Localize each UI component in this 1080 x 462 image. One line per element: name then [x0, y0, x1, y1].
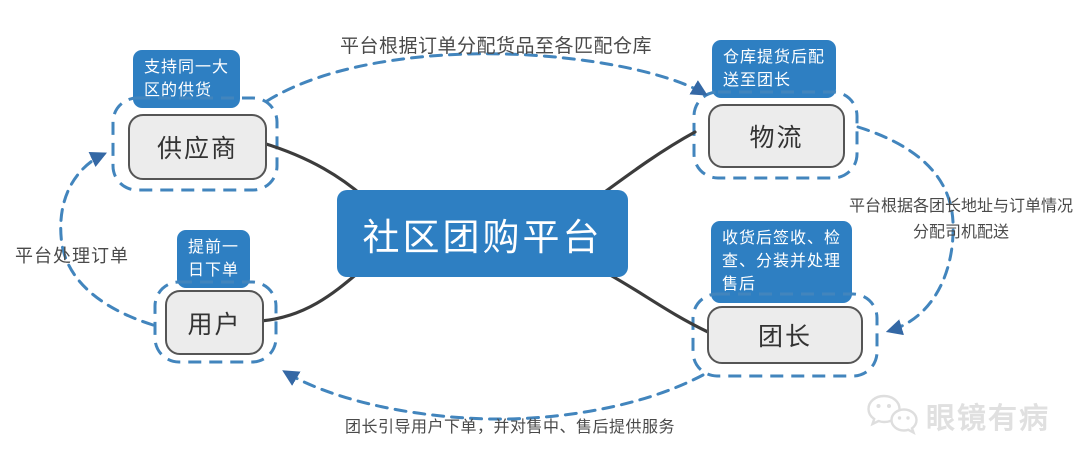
arrow-leader-to-user — [282, 370, 705, 421]
leader-badge: 收货后签收、检 查、分装并处理 售后 — [711, 221, 853, 303]
note-driver-dispatch: 平台根据各团长地址与订单情况 分配司机配送 — [848, 198, 1073, 241]
link-platform-logistics — [600, 130, 697, 196]
logistics-node: 物流 — [708, 104, 845, 168]
leader-node: 团长 — [707, 306, 863, 364]
user-badge: 提前一 日下单 — [177, 230, 251, 289]
link-platform-supplier — [261, 141, 366, 199]
wechat-bubbles-icon — [867, 394, 918, 435]
note-order-processing: 平台处理订单 — [15, 246, 129, 266]
supplier-node: 供应商 — [128, 114, 267, 180]
note-leader-service: 团长引导用户下单，并对售中、售后提供服务 — [345, 419, 676, 436]
link-platform-user — [259, 270, 361, 323]
arrow-supplier-to-logistics — [265, 52, 708, 103]
supplier-badge: 支持同一大 区的供货 — [133, 50, 241, 109]
user-node: 用户 — [165, 290, 264, 355]
platform-node: 社区团购平台 — [337, 190, 628, 277]
link-platform-leader — [601, 269, 710, 334]
watermark-text: 眼镜有病 — [926, 403, 1051, 435]
note-order-allocation: 平台根据订单分配货品至各匹配仓库 — [340, 36, 653, 57]
watermark: 眼镜有病 — [866, 392, 1050, 440]
logistics-badge: 仓库提货后配 送至团长 — [712, 40, 837, 99]
